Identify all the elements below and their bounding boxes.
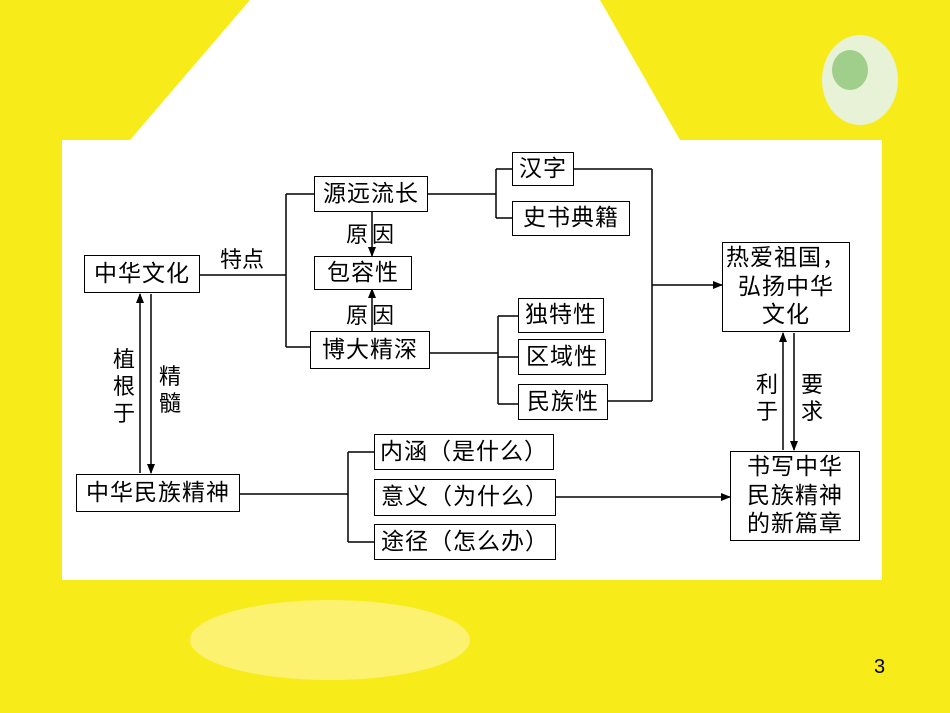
label-yuanyin-bottom: 原因 — [346, 304, 399, 329]
node-reai-zuguo: 热爱祖国， 弘扬中华 文化 — [722, 242, 850, 332]
node-yuanyuan-liuchang: 源远流长 — [314, 176, 428, 212]
node-shuxie-xinpian: 书写中华 民族精神 的新篇章 — [730, 451, 860, 541]
label-liyu: 利 于 — [755, 373, 778, 425]
node-tujing: 途径（怎么办） — [374, 524, 556, 560]
node-shishu-dianji: 史书典籍 — [512, 201, 630, 236]
page-number: 3 — [874, 656, 886, 678]
node-minzuxing: 民族性 — [518, 384, 608, 420]
label-yaoqiu: 要 求 — [800, 373, 823, 425]
node-dutexing: 独特性 — [518, 298, 604, 333]
node-zhonghua-wenhua: 中华文化 — [84, 255, 200, 293]
node-boda-jingshen: 博大精深 — [310, 331, 430, 369]
node-yiyi: 意义（为什么） — [374, 479, 556, 516]
node-hanzi: 汉字 — [512, 152, 574, 186]
label-zhigenyu: 植 根 于 — [112, 348, 135, 427]
node-quyuxing: 区域性 — [518, 339, 606, 375]
node-minzu-jingshen: 中华民族精神 — [76, 474, 240, 512]
label-tedian: 特点 — [220, 248, 265, 273]
label-yuanyin-top: 原因 — [346, 223, 399, 248]
node-neihan: 内涵（是什么） — [374, 434, 554, 470]
node-baorongxing: 包容性 — [314, 256, 412, 290]
label-jingsui: 精 髓 — [158, 365, 181, 417]
